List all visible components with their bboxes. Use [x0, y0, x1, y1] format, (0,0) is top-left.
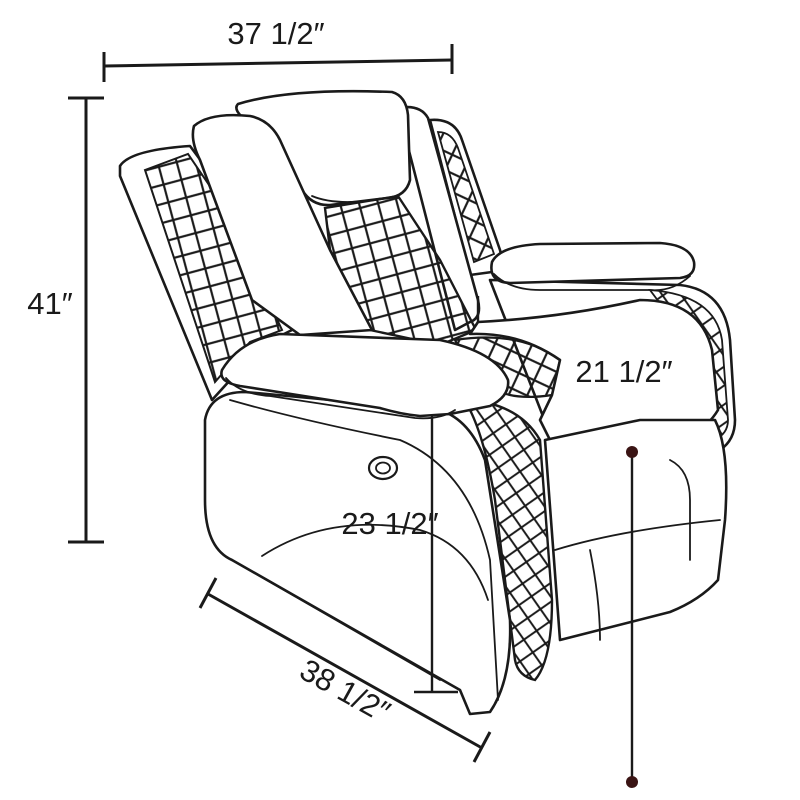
dimension-arm-height: 23 1/2″ — [341, 416, 458, 694]
seat-depth-label: 21 1/2″ — [575, 354, 672, 389]
left-arm-bottom — [231, 559, 441, 681]
left-arm-inner-seam — [229, 399, 499, 701]
backrest-left-panel — [191, 113, 374, 337]
recliner-drawing — [118, 89, 737, 716]
left-armrest-pad-edge — [225, 377, 456, 420]
dimension-seat-depth: 21 1/2″ — [476, 296, 673, 389]
front-inner-curve — [669, 459, 691, 561]
left-arm-side — [203, 390, 512, 716]
right-armrest-pad-edge — [493, 273, 691, 292]
marker-dot-bottom — [626, 776, 638, 788]
dimension-front-height-marker — [626, 446, 638, 788]
footrest-lower-seam — [589, 549, 601, 641]
left-arm-quilted-strip — [468, 398, 554, 682]
chair-front-body — [543, 418, 728, 642]
marker-dot-top — [626, 446, 638, 458]
arm-height-label: 23 1/2″ — [341, 506, 438, 541]
width-label: 37 1/2″ — [227, 16, 324, 51]
height-label: 41″ — [27, 286, 72, 321]
left-arm-lower-panel — [261, 523, 489, 601]
dimension-height: 41″ — [27, 96, 104, 544]
dimension-width: 37 1/2″ — [102, 16, 454, 82]
left-armrest-pad — [220, 332, 510, 418]
right-armrest-pad — [490, 241, 696, 285]
depth-label: 38 1/2″ — [294, 652, 396, 730]
right-back-wing-quilt — [436, 131, 496, 264]
footrest-seam — [554, 519, 721, 551]
left-back-wing-quilt — [143, 152, 284, 384]
power-button-icon[interactable] — [367, 455, 399, 481]
